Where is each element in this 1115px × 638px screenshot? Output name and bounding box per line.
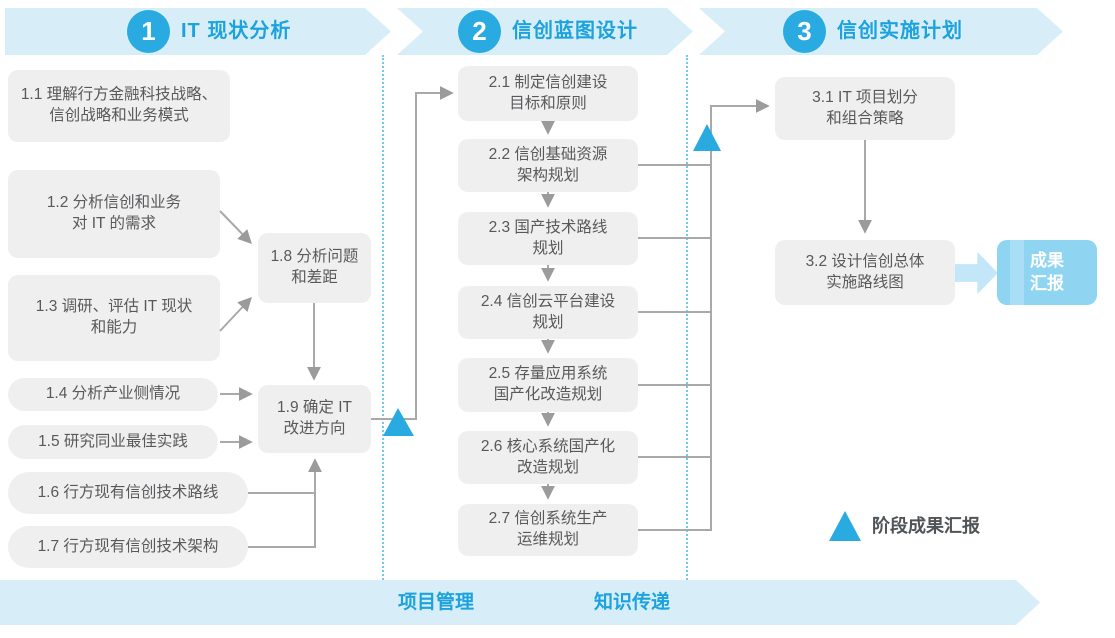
- phase-2-title: 信创蓝图设计: [512, 20, 638, 42]
- step-text: 3.1 IT 项目划分: [812, 88, 918, 106]
- step-text: 和差距: [291, 269, 338, 286]
- step-text: 规划: [532, 313, 564, 331]
- step-box-2-1: 2.1 制定信创建设 目标和原则: [458, 66, 638, 121]
- phase-1-title: IT 现状分析: [181, 20, 292, 42]
- step-text: 改造规划: [516, 458, 579, 476]
- step-text: 2.1 制定信创建设: [488, 73, 608, 91]
- phase-3-number-badge: 3: [783, 10, 826, 53]
- step-box-1-8: 1.8 分析问题 和差距: [258, 233, 371, 303]
- phase-3-band: 3 信创实施计划: [699, 8, 1063, 55]
- step-text: 2.2 信创基础资源: [488, 145, 608, 163]
- step-box-2-4: 2.4 信创云平台建设 规划: [458, 286, 638, 339]
- step-box-1-5: 1.5 研究同业最佳实践: [8, 425, 218, 459]
- step-text: 2.4 信创云平台建设: [480, 292, 616, 310]
- phase-1-band: 1 IT 现状分析: [5, 8, 391, 55]
- stage-gate-triangle-2: [693, 124, 721, 151]
- step-text: 1.6 行方现有信创技术路线: [37, 483, 219, 501]
- step-text: 2.7 信创系统生产: [488, 510, 608, 528]
- step-box-3-2: 3.2 设计信创总体 实施路线图: [775, 240, 955, 305]
- phase-separator-2-3: [686, 55, 688, 580]
- phase-3-title: 信创实施计划: [837, 20, 963, 42]
- step-text: 实施路线图: [826, 273, 904, 291]
- bottom-band-label-knowledge: 知识传递: [594, 592, 671, 613]
- step-text: 对 IT 的需求: [71, 215, 157, 232]
- result-text: 成果: [1030, 251, 1064, 271]
- result-text: 汇报: [1030, 273, 1064, 293]
- step-box-2-2: 2.2 信创基础资源 架构规划: [458, 139, 638, 192]
- step-text: 和组合策略: [826, 109, 904, 127]
- step-box-1-6: 1.6 行方现有信创技术路线: [8, 472, 248, 514]
- legend-label: 阶段成果汇报: [872, 516, 980, 536]
- step-text: 1.4 分析产业侧情况: [45, 385, 181, 403]
- bottom-band: 项目管理 知识传递: [0, 580, 1040, 625]
- phase-1-number-badge: 1: [127, 10, 170, 53]
- legend-triangle-icon: [829, 511, 861, 541]
- step-text: 1.7 行方现有信创技术架构: [37, 537, 219, 555]
- step-box-2-3: 2.3 国产技术路线 规划: [458, 212, 638, 265]
- result-report-box: 成果 汇报: [997, 240, 1097, 305]
- step-text: 架构规划: [516, 166, 579, 184]
- step-text: 1.9 确定 IT: [277, 399, 352, 417]
- step-text: 信创战略和业务模式: [49, 107, 189, 124]
- bottom-band-label-project: 项目管理: [398, 592, 475, 613]
- step-text: 1.8 分析问题: [270, 248, 359, 266]
- step-box-3-1: 3.1 IT 项目划分 和组合策略: [775, 77, 955, 140]
- phase-2-number-badge: 2: [458, 10, 501, 53]
- step-box-2-7: 2.7 信创系统生产 运维规划: [458, 504, 638, 556]
- step-text: 2.5 存量应用系统: [488, 365, 608, 383]
- step-text: 改进方向: [283, 420, 346, 437]
- step-box-2-5: 2.5 存量应用系统 国产化改造规划: [458, 358, 638, 412]
- step-text: 国产化改造规划: [493, 386, 603, 403]
- step-text: 和能力: [90, 319, 138, 336]
- step-box-1-9: 1.9 确定 IT 改进方向: [258, 385, 371, 453]
- step-text: 规划: [532, 239, 564, 257]
- legend: 阶段成果汇报: [829, 511, 980, 541]
- stage-gate-triangle-1: [383, 408, 414, 436]
- step-text: 运维规划: [516, 531, 579, 548]
- step-text: 1.2 分析信创和业务: [46, 194, 182, 212]
- step-box-1-1: 1.1 理解行方金融科技战略、 信创战略和业务模式: [8, 70, 230, 142]
- step-box-2-6: 2.6 核心系统国产化 改造规划: [458, 431, 638, 484]
- step-box-1-4: 1.4 分析产业侧情况: [8, 378, 218, 411]
- step-text: 3.2 设计信创总体: [805, 252, 925, 270]
- step-box-1-7: 1.7 行方现有信创技术架构: [8, 526, 248, 568]
- step-box-1-3: 1.3 调研、评估 IT 现状 和能力: [8, 275, 220, 361]
- phase-separator-1-2: [382, 55, 384, 580]
- step-text: 2.3 国产技术路线: [488, 218, 608, 236]
- step-box-1-2: 1.2 分析信创和业务 对 IT 的需求: [8, 170, 220, 258]
- result-arrow-icon: [955, 252, 998, 294]
- step-text: 2.6 核心系统国产化: [480, 437, 616, 455]
- step-text: 1.1 理解行方金融科技战略、: [20, 86, 218, 104]
- step-text: 1.3 调研、评估 IT 现状: [35, 298, 193, 316]
- step-text: 目标和原则: [509, 94, 587, 112]
- phase-2-band: 2 信创蓝图设计: [397, 8, 693, 55]
- step-text: 1.5 研究同业最佳实践: [38, 432, 188, 450]
